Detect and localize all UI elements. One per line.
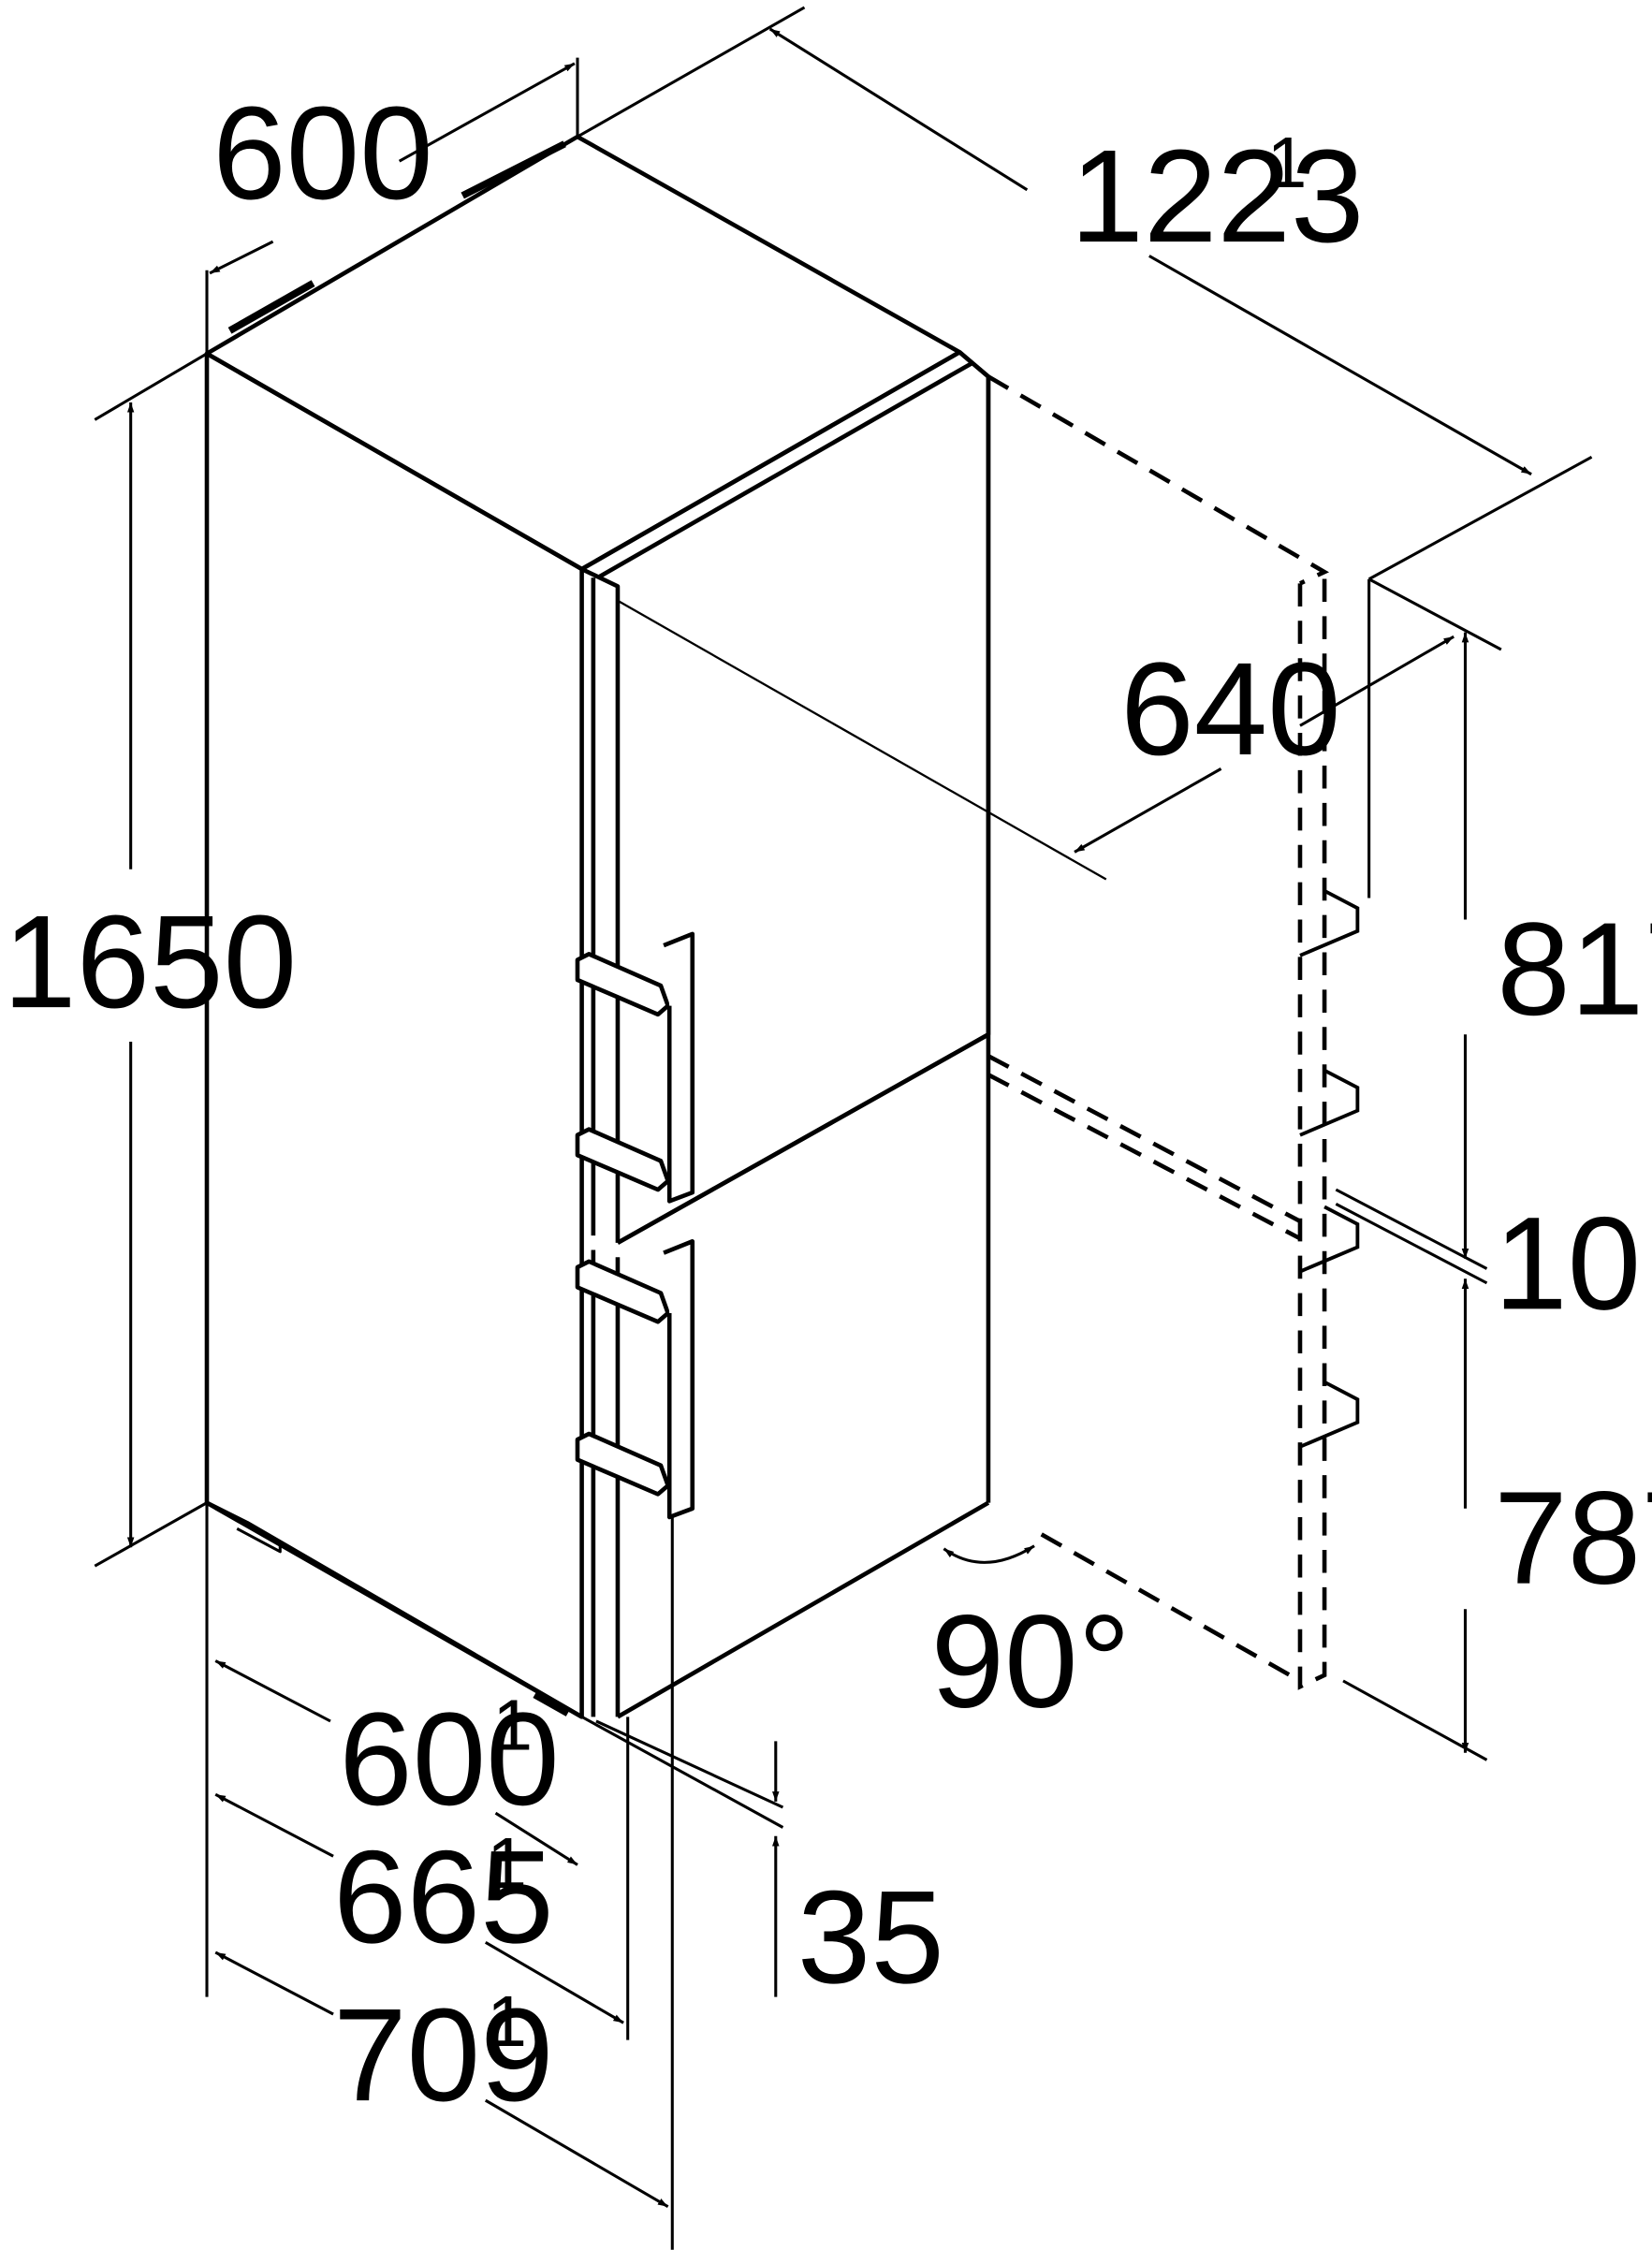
label-height: 1650: [3, 887, 297, 1035]
label-depth-with-handle: 709: [333, 1980, 554, 2128]
label-depth-with-door: 665: [333, 1822, 554, 1970]
lower-door-front: [616, 1032, 990, 1719]
upper-handle-bottom-bracket: [575, 1127, 670, 1192]
open-handle-1: [1299, 889, 1360, 957]
dim-depth-door-b: [484, 1940, 624, 2024]
open-handle-2: [1299, 1068, 1360, 1137]
dim-open-depth-a: [768, 27, 1029, 192]
dim-depth-handle-a: [214, 1950, 334, 2016]
ext-open-depth-b: [1367, 455, 1593, 581]
label-upper-door-height: 817: [1497, 895, 1652, 1043]
ext-door-gap-b: [1335, 1203, 1488, 1285]
open-handle-3: [1299, 1205, 1360, 1274]
base-foot-right: [533, 1692, 569, 1717]
dim-depth-handle-b: [484, 2098, 669, 2209]
ext-base-right: [580, 1715, 784, 1829]
open-handle-4: [1299, 1381, 1360, 1449]
open-upper-door-top: [987, 374, 1330, 586]
lower-handle-bar: [663, 1239, 695, 1520]
label-base-depth: 600: [339, 1685, 560, 1833]
dim-door-depth-a: [1299, 635, 1455, 727]
base-foot-left: [214, 1507, 282, 1554]
dim-depth-door-a: [214, 1792, 334, 1858]
ext-handle-offset: [595, 1719, 784, 1809]
dim-door-depth-b: [1074, 767, 1222, 854]
upper-door-side: [580, 566, 621, 1243]
appliance-outline: [204, 134, 991, 1719]
dim-base-depth-a: [214, 1659, 331, 1723]
cabinet-back-edge: [958, 350, 991, 1503]
ext-open-depth-a: [577, 6, 806, 139]
dimension-labels: 600 1223 1 1650 640 817 10 787 90° 600 1…: [3, 79, 1652, 2128]
angle-arc: [943, 1544, 1035, 1564]
label-base-depth-note: 1: [492, 1687, 533, 1766]
dim-top-width-b: [398, 62, 576, 163]
top-vent-right: [461, 140, 566, 199]
ext-upper-door-top: [1367, 577, 1502, 651]
lower-door-side: [591, 1249, 621, 1717]
label-open-depth: 1223: [1070, 122, 1364, 270]
door-handles: [575, 931, 695, 1520]
upper-handle-top-bracket: [575, 952, 670, 1017]
upper-handle-bar: [663, 931, 695, 1204]
label-top-width: 600: [212, 79, 433, 226]
ext-lower-door-bottom: [1342, 1679, 1488, 1761]
dim-base-depth-b: [494, 1811, 578, 1866]
label-open-depth-note: 1: [1267, 124, 1308, 203]
label-handle-offset: 35: [797, 1863, 944, 2010]
open-lower-door-bottom: [1040, 1532, 1302, 1683]
dim-open-depth-b: [1148, 255, 1532, 476]
label-lower-door-height: 787: [1494, 1464, 1652, 1612]
label-door-angle: 90°: [931, 1587, 1132, 1735]
label-door-depth: 640: [1120, 635, 1341, 782]
ext-door-depth: [617, 599, 1107, 881]
ext-height-bottom: [94, 1501, 208, 1568]
ext-door-gap-a: [1335, 1188, 1488, 1270]
lower-handle-bottom-bracket: [575, 1431, 670, 1497]
lower-handle-top-bracket: [575, 1259, 670, 1324]
upper-door-top-edge: [596, 361, 972, 580]
label-depth-with-door-note: 1: [487, 1824, 527, 1904]
dimension-lines: [94, 6, 1593, 2250]
open-door-divider: [987, 1054, 1302, 1241]
ext-height-top: [94, 352, 208, 421]
label-door-gap: 10: [1494, 1189, 1641, 1337]
label-depth-with-handle-note: 1: [487, 1982, 527, 2062]
cabinet-base: [205, 1500, 583, 1719]
top-vent-left: [227, 280, 315, 334]
dim-top-width-a: [209, 240, 274, 275]
open-door-swing-outline: [987, 374, 1360, 1690]
